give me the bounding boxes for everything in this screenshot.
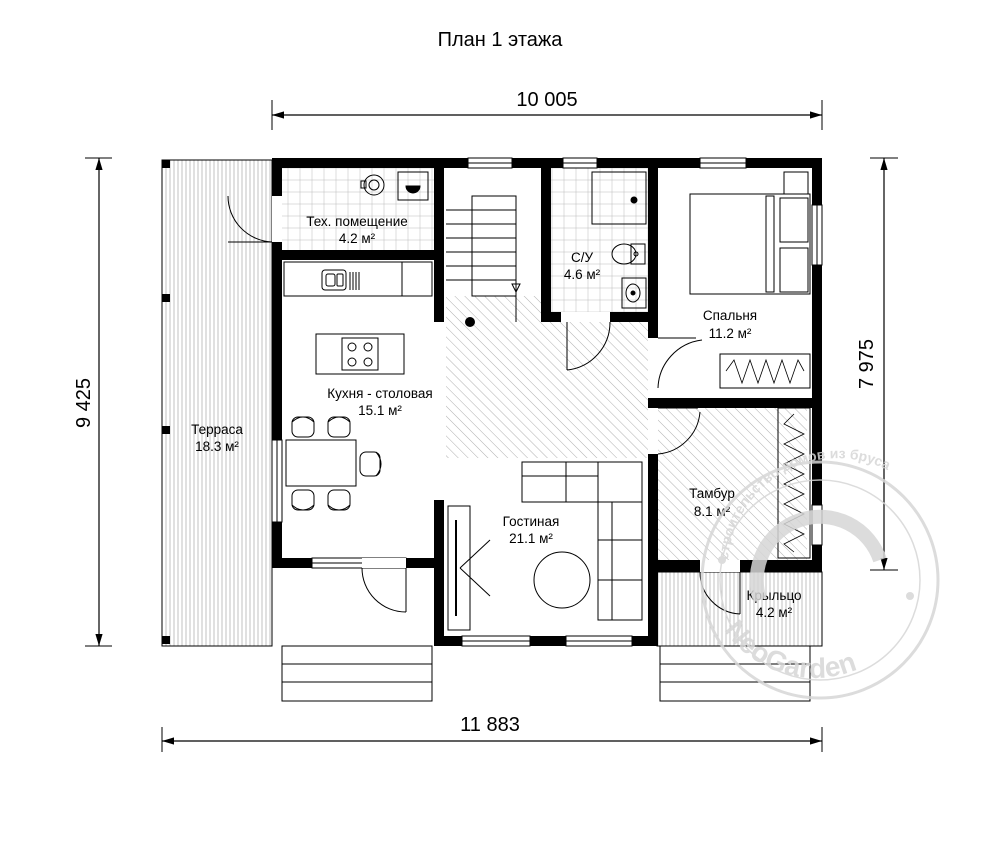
- room-tech-name: Тех. помещение: [306, 214, 408, 229]
- room-terrace-name: Терраса: [191, 422, 243, 437]
- room-vestibule-name: Тамбур: [689, 486, 735, 501]
- room-bath-area: 4.6 м²: [564, 267, 601, 282]
- room-labels: Тех. помещение 4.2 м² С/У 4.6 м² Спальня…: [191, 214, 801, 620]
- bathroom-fixtures: [591, 171, 647, 309]
- hall-hatch: [446, 296, 648, 458]
- bed: [689, 171, 811, 295]
- room-kitchen-name: Кухня - столовая: [327, 386, 433, 401]
- tv-stand: [447, 505, 491, 631]
- coffee-table: [533, 551, 591, 609]
- room-porch-area: 4.2 м²: [756, 605, 793, 620]
- dimension-left-label: 9 425: [73, 378, 95, 428]
- windows: [271, 157, 823, 647]
- bedroom-wardrobe: [719, 353, 811, 389]
- vestibule-wardrobe: [777, 407, 811, 559]
- dimension-left: 9 425: [73, 157, 112, 647]
- dining-table: [285, 416, 382, 511]
- dimension-bottom-label: 11 883: [460, 714, 520, 736]
- porch-steps: [659, 645, 811, 702]
- stair-post: [465, 317, 475, 327]
- doors: [227, 195, 741, 615]
- dimension-right-label: 7 975: [856, 339, 878, 389]
- room-kitchen-area: 15.1 м²: [358, 403, 402, 418]
- plan-title: План 1 этажа: [438, 29, 564, 51]
- room-bedroom-name: Спальня: [703, 308, 757, 323]
- terrace-steps: [281, 645, 433, 702]
- terrace-deck: [161, 159, 273, 647]
- room-living-area: 21.1 м²: [509, 531, 553, 546]
- room-terrace-area: 18.3 м²: [195, 439, 239, 454]
- tech-room-tile: [282, 168, 434, 250]
- room-living-name: Гостиная: [503, 514, 560, 529]
- room-tech-area: 4.2 м²: [339, 231, 376, 246]
- room-bedroom-area: 11.2 м²: [709, 326, 752, 341]
- sofa: [521, 461, 643, 621]
- dimension-top: 10 005: [271, 89, 823, 130]
- dimension-bottom: 11 883: [161, 714, 823, 752]
- room-bath-name: С/У: [571, 250, 594, 265]
- kitchen-counter: [283, 261, 433, 297]
- bath-tile: [550, 168, 650, 314]
- dimension-top-label: 10 005: [516, 89, 577, 111]
- dimension-right: 7 975: [856, 157, 898, 571]
- staircase: [446, 195, 521, 322]
- boiler-icon: [360, 171, 429, 201]
- cooktop-island: [315, 333, 405, 375]
